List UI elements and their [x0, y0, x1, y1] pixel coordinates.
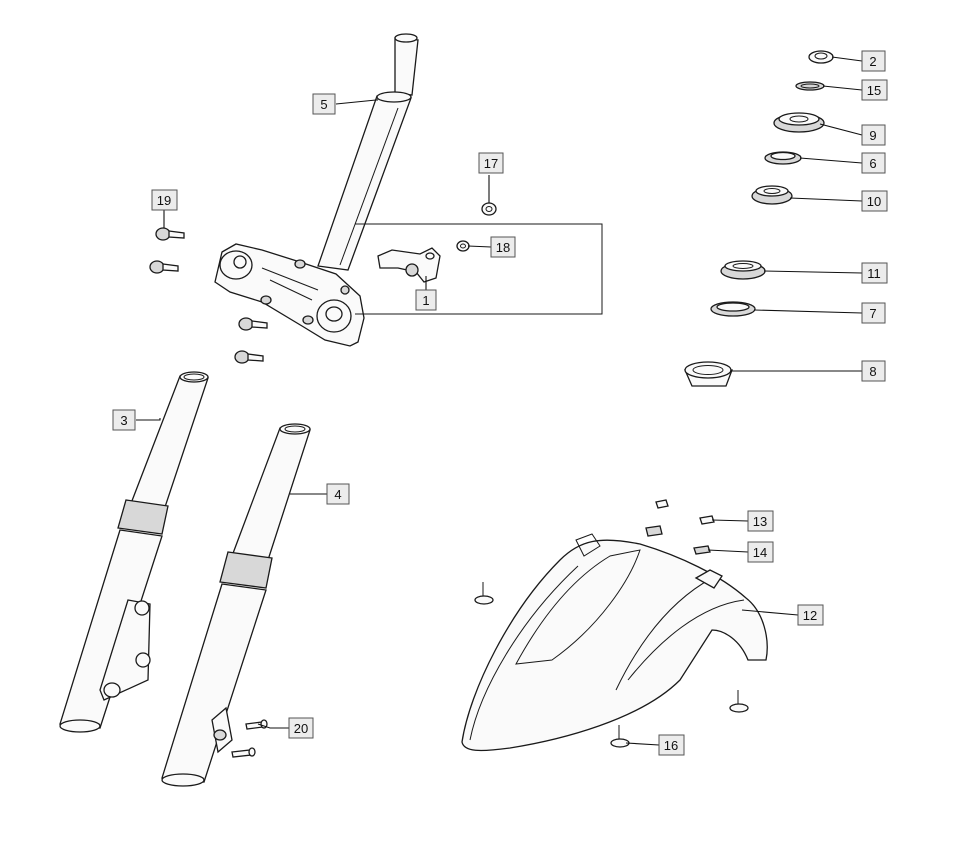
callout-18: 18: [490, 236, 516, 258]
seal-8: [684, 361, 733, 387]
callout-19: 19: [151, 189, 178, 211]
callout-11: 11: [861, 262, 888, 284]
svg-text:13: 13: [753, 514, 767, 529]
callout-2: 2: [861, 50, 886, 72]
svg-text:5: 5: [320, 97, 327, 112]
bearing-11: [720, 260, 766, 280]
bolt-20-upper: [245, 719, 268, 730]
screw-16-c: [610, 725, 630, 748]
svg-text:6: 6: [869, 156, 876, 171]
triple-clamp: [214, 243, 365, 347]
svg-text:12: 12: [803, 608, 817, 623]
race-7: [710, 301, 756, 317]
svg-text:10: 10: [867, 194, 881, 209]
svg-text:16: 16: [664, 738, 678, 753]
callout-9: 9: [861, 124, 886, 146]
front-fender: [461, 533, 768, 752]
nut-2: [808, 50, 834, 64]
svg-text:2: 2: [869, 54, 876, 69]
washer-15: [795, 81, 825, 91]
svg-text:3: 3: [120, 413, 127, 428]
svg-text:8: 8: [869, 364, 876, 379]
svg-text:14: 14: [753, 545, 767, 560]
clip-13: [655, 499, 715, 525]
callout-6: 6: [861, 152, 886, 174]
svg-text:19: 19: [157, 193, 171, 208]
leader-lines: [136, 56, 863, 746]
svg-text:17: 17: [484, 156, 498, 171]
svg-text:11: 11: [867, 266, 881, 281]
svg-text:4: 4: [334, 487, 341, 502]
bracket: [377, 247, 441, 283]
callout-16: 16: [658, 734, 685, 756]
fork-leg-left: [59, 371, 209, 733]
svg-text:18: 18: [496, 240, 510, 255]
fork-leg-right: [161, 423, 311, 787]
callout-15: 15: [861, 79, 888, 101]
bolt-clamp-a: [238, 317, 268, 331]
callout-17: 17: [478, 152, 504, 174]
callout-12: 12: [797, 604, 824, 626]
bearing-10: [751, 185, 793, 205]
svg-text:1: 1: [422, 293, 429, 308]
svg-text:9: 9: [869, 128, 876, 143]
race-9: [773, 112, 825, 133]
callout-20: 20: [288, 717, 314, 739]
nut-18: [456, 240, 470, 252]
screw-16-a: [474, 582, 494, 605]
callout-8: 8: [861, 360, 886, 382]
callout-1: 1: [415, 289, 437, 311]
detail-frame: [355, 223, 603, 315]
callout-14: 14: [747, 541, 774, 563]
clip-14: [645, 525, 711, 555]
svg-text:20: 20: [294, 721, 308, 736]
bolt-19-upper: [155, 227, 185, 241]
callout-4: 4: [326, 483, 350, 505]
callout-3: 3: [112, 409, 136, 431]
bolt-20-lower: [231, 747, 256, 758]
callout-13: 13: [747, 510, 774, 532]
callout-10: 10: [861, 190, 888, 212]
svg-text:7: 7: [869, 306, 876, 321]
bolt-clamp-b: [234, 350, 264, 364]
screw-16-b: [729, 690, 749, 713]
washer-6: [764, 151, 802, 165]
nut-17: [481, 202, 497, 216]
callout-7: 7: [861, 302, 886, 324]
bolt-19-lower: [149, 260, 179, 274]
steering-stem: [317, 33, 419, 271]
callout-5: 5: [312, 93, 336, 115]
svg-text:15: 15: [867, 83, 881, 98]
